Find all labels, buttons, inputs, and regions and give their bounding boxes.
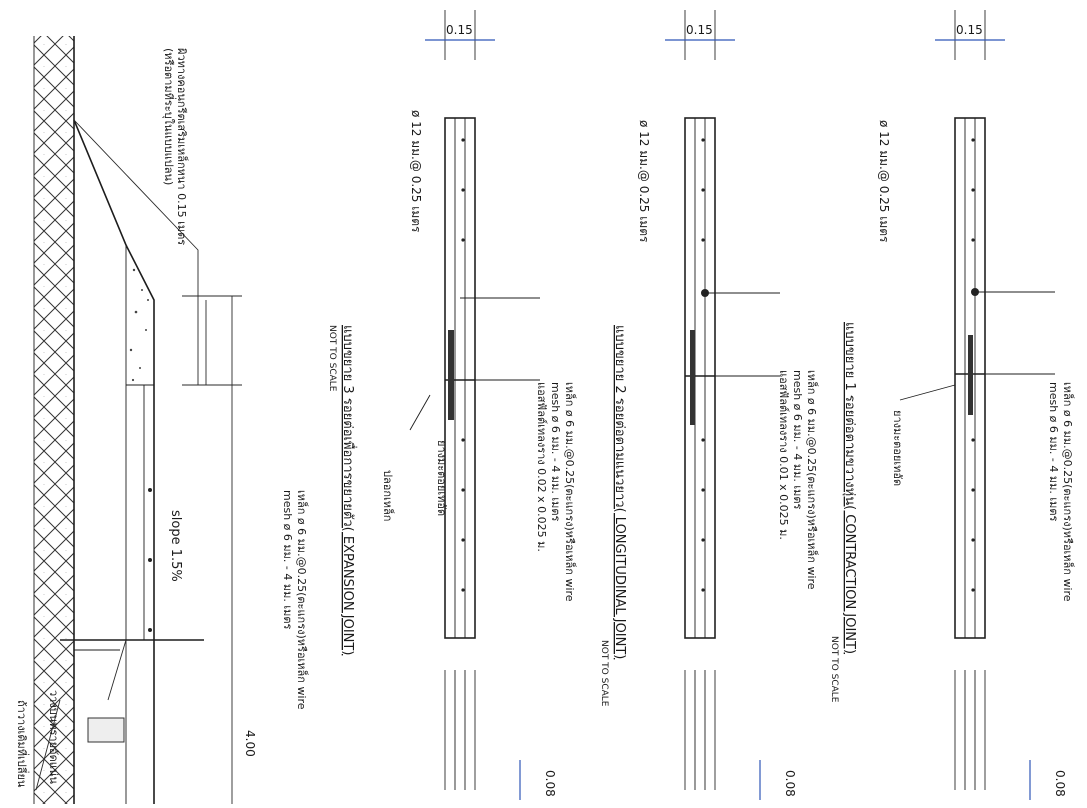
con-slab	[954, 117, 986, 639]
concrete-fill	[129, 268, 149, 382]
long-width-dim: 0.15	[686, 23, 713, 37]
ground-hatch	[34, 36, 74, 804]
exp-cap: ปลอกเหล็ก	[381, 470, 395, 521]
con-dowel-note: ø 12 มม.@ 0.25 เมตร	[877, 120, 891, 243]
slope-label: slope 1.5%	[168, 510, 183, 582]
edge-note: ถ้าวางเดิมที่เปลี่ยน	[15, 700, 30, 788]
rebar-dots	[461, 138, 975, 592]
exp-width-dim: 0.15	[446, 23, 473, 37]
bottom-stubs	[454, 670, 976, 790]
con-joint-note: เหล็ก ø 6 มม.@0.25(ตะแกรง)หรือเหล็ก wire	[805, 370, 819, 590]
detail-contraction-joint: 0.15 0.08 ø 12 มม.@ 0.25 เมตร แบบขยาย 1 …	[777, 10, 1075, 800]
section-top-note2: (หรือตามที่ระบุในแบบแปลน)	[162, 48, 177, 185]
long-depth-dim: 0.08	[783, 770, 797, 797]
exp-depth-dim: 0.08	[543, 770, 557, 797]
exp-slab	[444, 117, 476, 639]
long-title: แบบขยาย 2 รอยต่อตามแนวยาว( LONGITUDINAL …	[612, 325, 627, 659]
con-dowel	[968, 335, 973, 415]
section-top-note: ผิวทางคอนกรีตเสริมเหล็กหนา 0.15 เมตร	[175, 47, 189, 245]
long-tie-bar	[690, 330, 695, 425]
section-mesh-note: mesh ø 6 มม. - 4 มม. เมตร	[281, 490, 294, 630]
exp-scale: NOT TO SCALE	[327, 325, 337, 392]
long-mesh-note: mesh ø 6 มม. - 4 มม. เมตร	[549, 382, 562, 522]
detail-expansion-joint: 0.15 0.08 ø 12 มม.@ 0.25 เมตร แบบขยาย 3 …	[327, 10, 557, 800]
exp-dowel-note: ø 12 มม.@ 0.25 เมตร	[409, 110, 423, 233]
slab-outline	[73, 119, 155, 804]
con-depth-dim: 0.08	[1053, 770, 1067, 797]
con-joint-note2: mesh ø 6 มม. - 4 มม. เมตร	[791, 370, 804, 510]
base-note: วางบนทรายอัดแน่น	[47, 690, 60, 784]
long-rebar-note: เหล็ก ø 6 มม.@0.25(ตะแกรง)หรือเหล็ก wire	[563, 382, 577, 602]
section-rebar-note: เหล็ก ø 6 มม.@0.25(ตะแกรง)หรือเหล็ก wire	[295, 490, 309, 710]
con-rebar-note: เหล็ก ø 6 มม.@0.25(ตะแกรง)หรือเหล็ก wire	[1061, 382, 1075, 602]
long-slab	[684, 117, 716, 639]
con-filler: ยางมะตอยเทอัด	[891, 410, 904, 486]
typical-section: ผิวทางคอนกรีตเสริมเหล็กหนา 0.15 เมตร (หร…	[15, 36, 309, 804]
exp-title: แบบขยาย 3 รอยต่อเพื่อการขยายตัว( EXPANSI…	[340, 325, 357, 655]
width-label: 4.00	[243, 730, 257, 757]
con-width-dim: 0.15	[956, 23, 983, 37]
long-scale: NOT TO SCALE	[599, 640, 609, 707]
con-mesh-note: mesh ø 6 มม. - 4 มม. เมตร	[1047, 382, 1060, 522]
con-scale: NOT TO SCALE	[829, 636, 839, 703]
con-title: แบบขยาย 1 รอยต่อตามขวางหุ่น( CONTRACTION…	[842, 322, 857, 654]
exp-filler: ยางมะตอยเทอัด	[435, 440, 448, 516]
long-dowel-note: ø 12 มม.@ 0.25 เมตร	[637, 120, 651, 243]
con-asphalt-note: แอสฟัลต์เทลงราง 0.01 x 0.025 ม.	[777, 370, 790, 540]
kerb-block	[87, 717, 125, 743]
long-joint-note: แอสฟัลต์เทลงราง 0.02 x 0.025 ม.	[535, 382, 548, 552]
detail-longitudinal-joint: 0.15 0.08 ø 12 มม.@ 0.25 เมตร แบบขยาย 2 …	[535, 10, 797, 800]
exp-dowel	[448, 330, 454, 420]
